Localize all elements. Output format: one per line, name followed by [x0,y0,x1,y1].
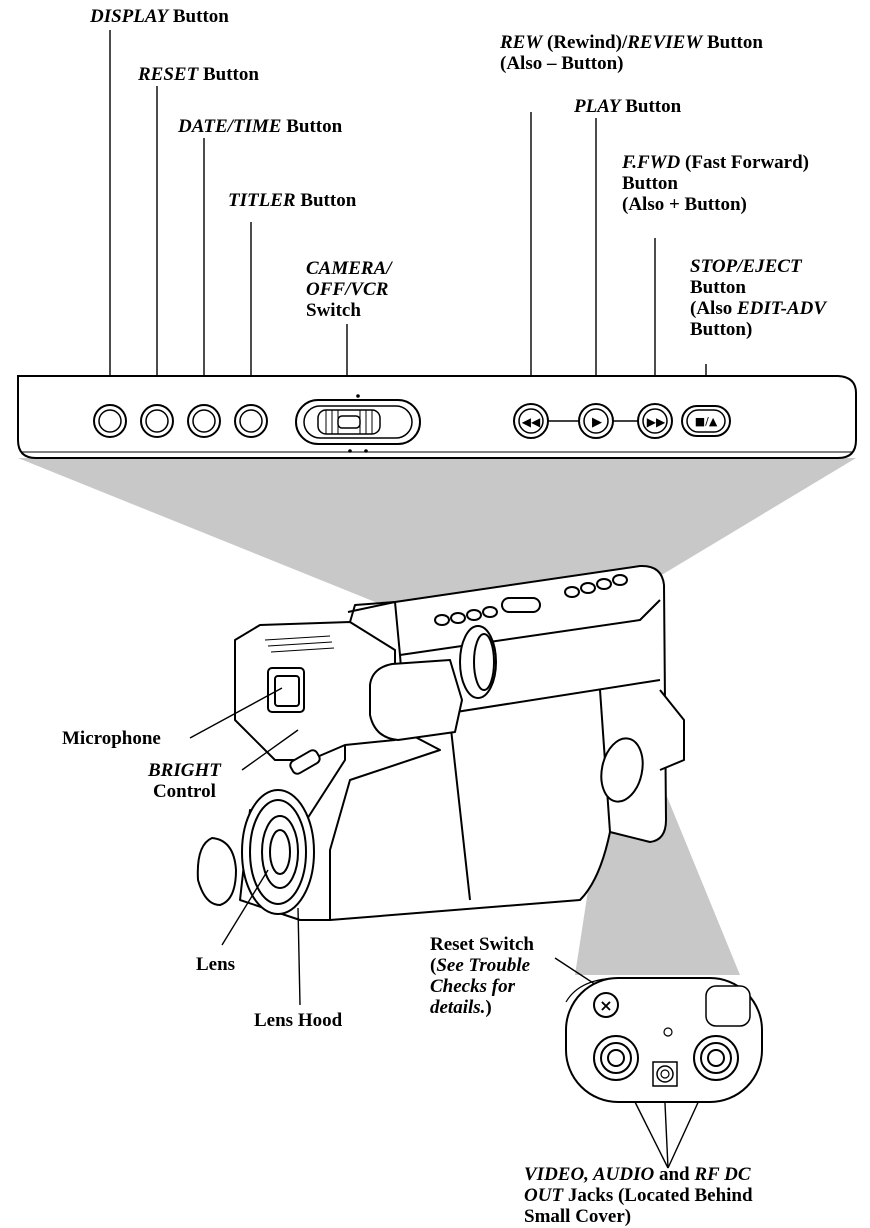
label-ffwd-line3: (Also + Button) [622,194,747,215]
jack-panel-closeup: × [565,977,763,1103]
label-reset-name: RESET [138,64,199,85]
camera-off-vcr-switch[interactable] [295,394,421,453]
label-review-name: REVIEW [627,32,703,53]
label-reset-note-open: ( [430,955,437,976]
label-reset-note-2: Checks for [430,976,515,997]
label-titler-suffix: Button [295,190,357,211]
label-camera-switch: CAMERA/ OFF/VCR Switch [306,258,392,321]
panel-button-date-time[interactable] [187,404,221,438]
label-ffwd-suffix: (Fast Forward) [680,152,810,173]
play-icon: ▶ [592,415,602,430]
label-jacks-out: OUT [524,1185,564,1206]
stop-eject-icon: ■/▲ [695,415,718,428]
audio-jack [693,1035,739,1081]
fast-forward-icon: ▶▶ [647,415,666,429]
label-jacks-video-audio: VIDEO, AUDIO [524,1164,655,1185]
label-stop-eject-button: STOP/EJECT Button (Also EDIT-ADV Button) [690,256,826,340]
label-stop-eject-line3-pre: (Also [690,298,737,319]
label-reset-switch-title: Reset Switch [430,934,534,955]
label-jacks-line3: Small Cover) [524,1206,632,1227]
close-icon: × [599,996,612,1015]
rf-dc-out-jack [652,1061,678,1087]
label-ffwd-button: F.FWD (Fast Forward) Button (Also + Butt… [622,152,809,215]
label-reset-note-1: See Trouble [436,955,531,976]
panel-projection-shade [18,458,856,612]
label-lens-hood: Lens Hood [254,1010,343,1031]
close-icon-cover [593,992,619,1018]
label-stop-eject-line1: STOP/EJECT [690,256,802,277]
label-play-suffix: Button [620,96,682,117]
video-jack [593,1035,639,1081]
label-ffwd-line2: Button [622,173,678,194]
rewind-icon: ◀◀ [522,415,541,429]
label-microphone: Microphone [62,728,161,749]
label-camera-switch-line2: OFF/VCR [306,279,389,300]
label-titler-name: TITLER [228,190,296,211]
panel-button-reset[interactable] [140,404,174,438]
control-panel [17,375,857,459]
label-date-time-name: DATE/TIME [178,116,282,137]
label-bright-control: BRIGHT Control [148,760,221,802]
label-reset-suffix: Button [198,64,259,85]
label-display-name: DISPLAY [90,6,169,27]
label-ffwd-name: F.FWD [622,152,681,173]
panel-button-display[interactable] [93,404,127,438]
label-rew-suffix: Button [702,32,763,53]
panel-button-titler[interactable] [234,404,268,438]
label-stop-eject-edit-adv: EDIT-ADV [736,298,827,319]
label-rew-name: REW [500,32,543,53]
label-jacks-line2-suffix: Jacks (Located Behind [563,1185,753,1206]
label-bright-name: BRIGHT [148,760,221,781]
label-date-time-suffix: Button [281,116,343,137]
label-rew-review-button: REW (Rewind)/REVIEW Button (Also – Butto… [500,32,763,74]
label-rew-mid: (Rewind)/ [542,32,628,53]
label-camera-switch-line3: Switch [306,300,361,321]
label-play-button: PLAY Button [574,96,681,117]
panel-button-stop-eject[interactable]: ■/▲ [681,405,731,437]
label-reset-note-close: ) [485,997,492,1018]
label-rew-line2: (Also – Button) [500,53,624,74]
panel-button-ffwd[interactable]: ▶▶ [637,403,673,439]
label-date-time-button: DATE/TIME Button [178,116,342,137]
label-display-suffix: Button [168,6,229,27]
label-display-button: DISPLAY Button [90,6,229,27]
label-play-name: PLAY [574,96,621,117]
label-stop-eject-line4: Button) [690,319,753,340]
panel-leader-lines [109,30,707,398]
label-stop-eject-line2: Button [690,277,746,298]
label-reset-button: RESET Button [138,64,259,85]
panel-button-play[interactable]: ▶ [578,403,614,439]
camcorder-body [196,564,685,921]
label-lens: Lens [196,954,236,975]
label-jacks-and: and [654,1164,695,1185]
panel-button-rew[interactable]: ◀◀ [513,403,549,439]
label-camera-switch-line1: CAMERA/ [306,258,392,279]
label-bright-suffix: Control [152,781,216,802]
label-titler-button: TITLER Button [228,190,356,211]
label-video-audio-rf-jacks: VIDEO, AUDIO and RF DC OUT Jacks (Locate… [524,1164,753,1227]
reset-switch-hole [663,1027,673,1037]
label-reset-note-3: details. [430,997,486,1018]
label-jacks-rf-dc: RF DC [694,1164,751,1185]
label-reset-switch: Reset Switch (See Trouble Checks for det… [430,934,534,1018]
